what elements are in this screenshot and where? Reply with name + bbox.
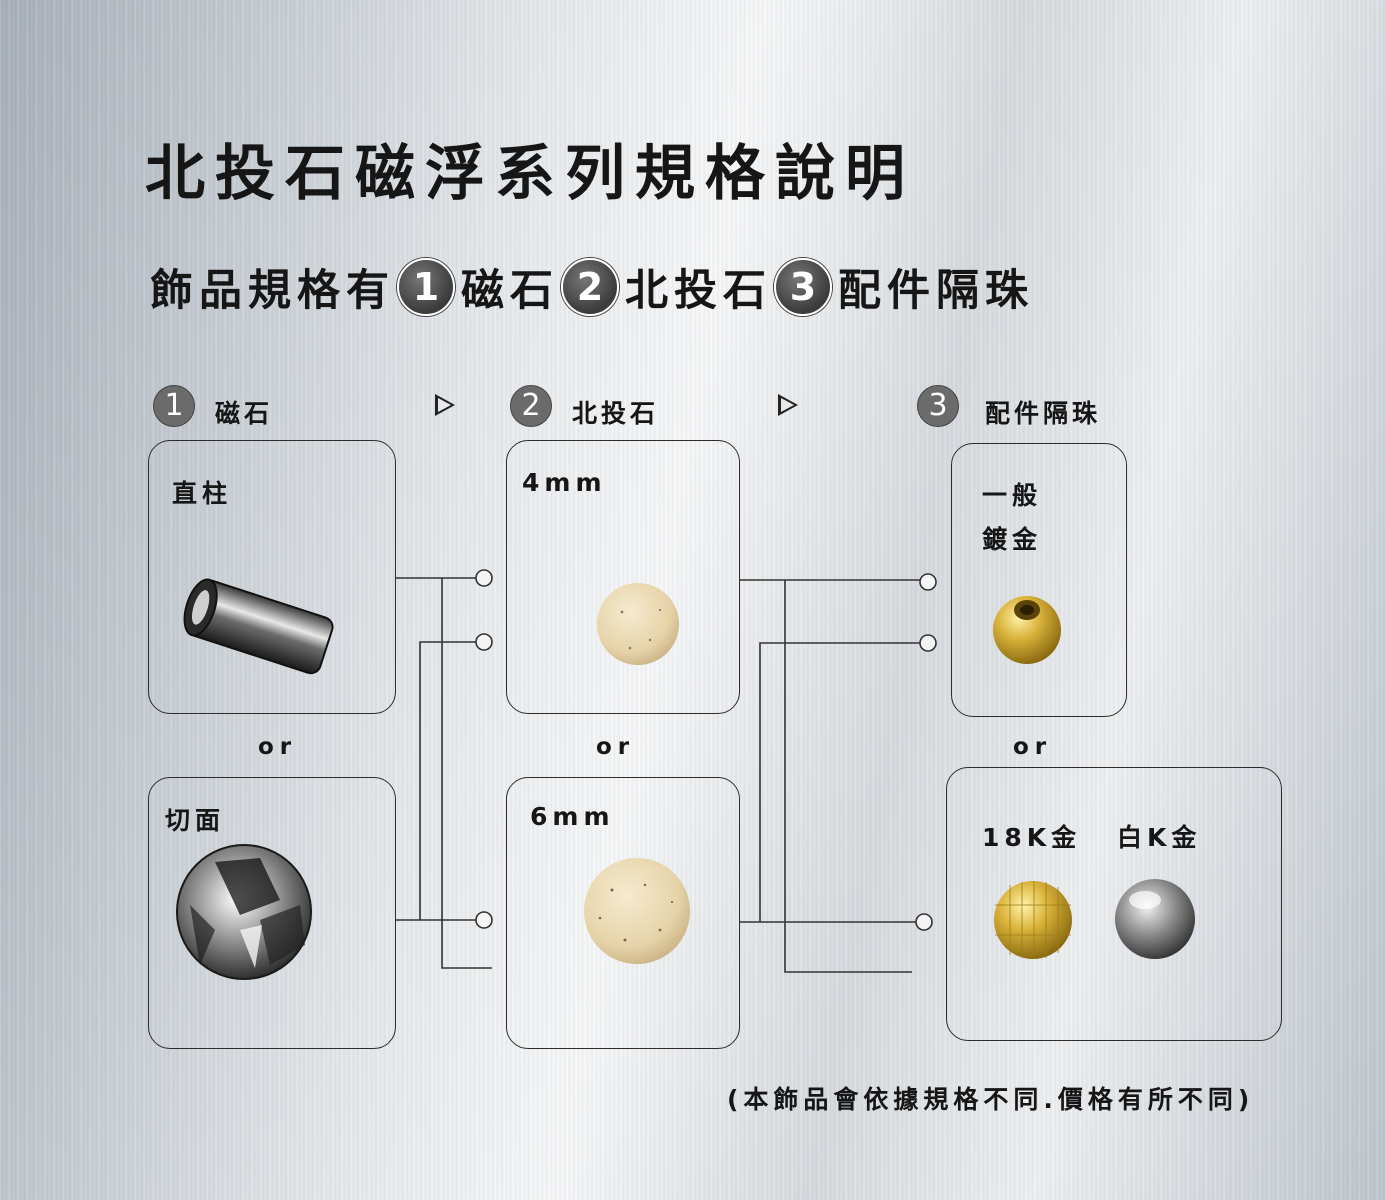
gold-18k-bead-icon: [994, 881, 1072, 959]
stone-6mm-label: 6mm: [530, 802, 615, 831]
page-title: 北投石磁浮系列規格說明: [145, 139, 915, 209]
accessory-plain-line2: 鍍金: [982, 525, 1043, 554]
subtitle-item-accessory: 配件隔珠: [838, 266, 1034, 316]
connector-node: [919, 634, 937, 652]
connector-node: [475, 911, 493, 929]
column-header-accessory: 配件隔珠: [985, 399, 1102, 428]
subtitle-item-magnet: 磁石: [461, 266, 559, 316]
number-badge-1: 1: [397, 258, 455, 316]
stone-6mm-box: [506, 777, 740, 1049]
arrow-right-icon: [435, 394, 455, 416]
accessory-white-k-label: 白K金: [1117, 823, 1202, 852]
magnet-straight-box: [148, 440, 396, 714]
accessory-k-gold-box: [946, 767, 1282, 1041]
connector-node: [475, 569, 493, 587]
accessory-plain-line1: 一般: [982, 481, 1043, 510]
column-header-stone: 北投石: [572, 399, 660, 428]
column-header-magnet: 磁石: [215, 399, 274, 428]
magnet-cylinder-icon: [183, 578, 334, 675]
connector-node: [915, 913, 933, 931]
price-note: (本飾品會依據規格不同.價格有所不同): [727, 1085, 1255, 1114]
number-badge-3: 3: [774, 258, 832, 316]
subtitle-item-stone: 北投石: [625, 266, 772, 316]
stone-4mm-label: 4mm: [522, 468, 607, 497]
magnet-faceted-bead-icon: [176, 844, 312, 980]
column-number-2: 2: [510, 385, 552, 427]
stone-4mm-box: [506, 440, 740, 714]
accessory-18k-label: 18K金: [982, 823, 1082, 852]
column-number-1: 1: [153, 385, 195, 427]
gold-plated-bead-icon: [993, 596, 1061, 664]
magnet-straight-label: 直柱: [172, 479, 233, 508]
or-label-accessory: or: [1013, 734, 1053, 760]
magnet-faceted-label: 切面: [165, 806, 226, 835]
magnet-faceted-box: [148, 777, 396, 1049]
connector-node: [475, 633, 493, 651]
number-badge-2: 2: [561, 258, 619, 316]
or-label-stone: or: [596, 734, 636, 760]
subtitle-prefix: 飾品規格有: [150, 266, 395, 316]
accessory-plain-box: [951, 443, 1127, 717]
connector-node: [919, 573, 937, 591]
white-k-gold-bead-icon: [1115, 879, 1195, 959]
stone-4mm-bead-icon: [597, 583, 679, 665]
column-number-3: 3: [917, 385, 959, 427]
arrow-right-icon: [778, 394, 798, 416]
stone-6mm-bead-icon: [584, 858, 690, 964]
subtitle: 飾品規格有 1 磁石 2 北投石 3 配件隔珠: [150, 256, 1034, 318]
or-label-magnet: or: [258, 734, 298, 760]
